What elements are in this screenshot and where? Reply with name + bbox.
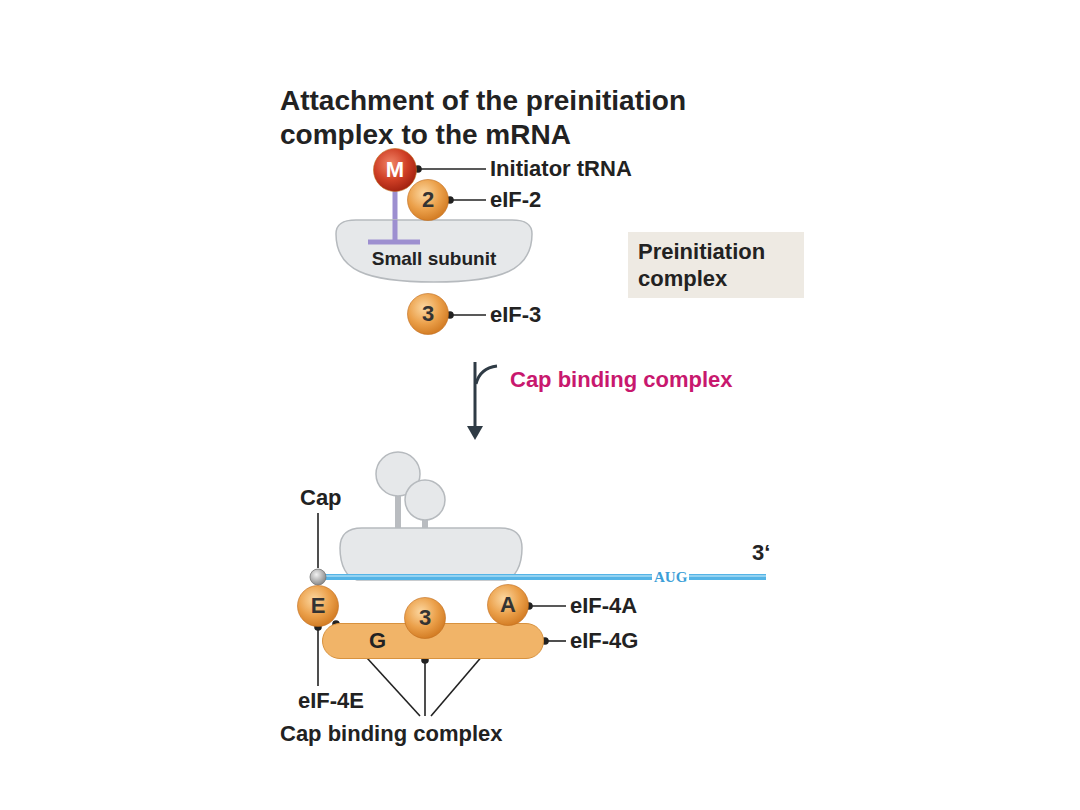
leader-lines — [315, 513, 566, 716]
node-text: Small subunit — [336, 249, 532, 268]
circle-letter: E — [311, 595, 326, 617]
codon-label: AUG — [652, 569, 689, 586]
trna-methionine: M — [373, 148, 417, 192]
ribosome — [340, 452, 522, 580]
part-label: eIF-2 — [490, 188, 541, 212]
factor-circle: 3 — [407, 293, 449, 335]
part-label: eIF-4G — [570, 629, 638, 653]
cap-dot — [310, 569, 326, 585]
circle-letter: A — [500, 594, 516, 616]
small-subunit: Small subunit — [336, 220, 532, 282]
circle-letter: 3 — [422, 303, 434, 325]
part-label: 3‘ — [752, 541, 770, 565]
part-label: Cap binding complex — [280, 722, 502, 746]
part-label: eIF-4A — [570, 594, 637, 618]
title: Attachment of the preinitiation complex … — [280, 84, 800, 152]
node-text: Preinitiation complex — [638, 238, 794, 292]
part-label: eIF-4E — [298, 689, 364, 713]
trna-stem — [393, 190, 398, 224]
factor-circle: 2 — [407, 179, 449, 221]
circle-letter: M — [386, 159, 404, 181]
part-label: Initiator tRNA — [490, 157, 632, 181]
circle-letter: 2 — [422, 189, 434, 211]
part-label: eIF-3 — [490, 303, 541, 327]
mrna-strand — [310, 569, 766, 585]
node-text: G — [369, 630, 386, 652]
factor-circle: A — [487, 584, 529, 626]
factor-circle: 3 — [404, 597, 446, 639]
circle-letter: 3 — [419, 607, 431, 629]
factor-circle: E — [297, 585, 339, 627]
part-label: Cap — [300, 486, 342, 510]
step-label: Cap binding complex — [510, 368, 732, 392]
process-arrow — [467, 362, 497, 440]
label-box: Preinitiation complex — [628, 232, 804, 298]
